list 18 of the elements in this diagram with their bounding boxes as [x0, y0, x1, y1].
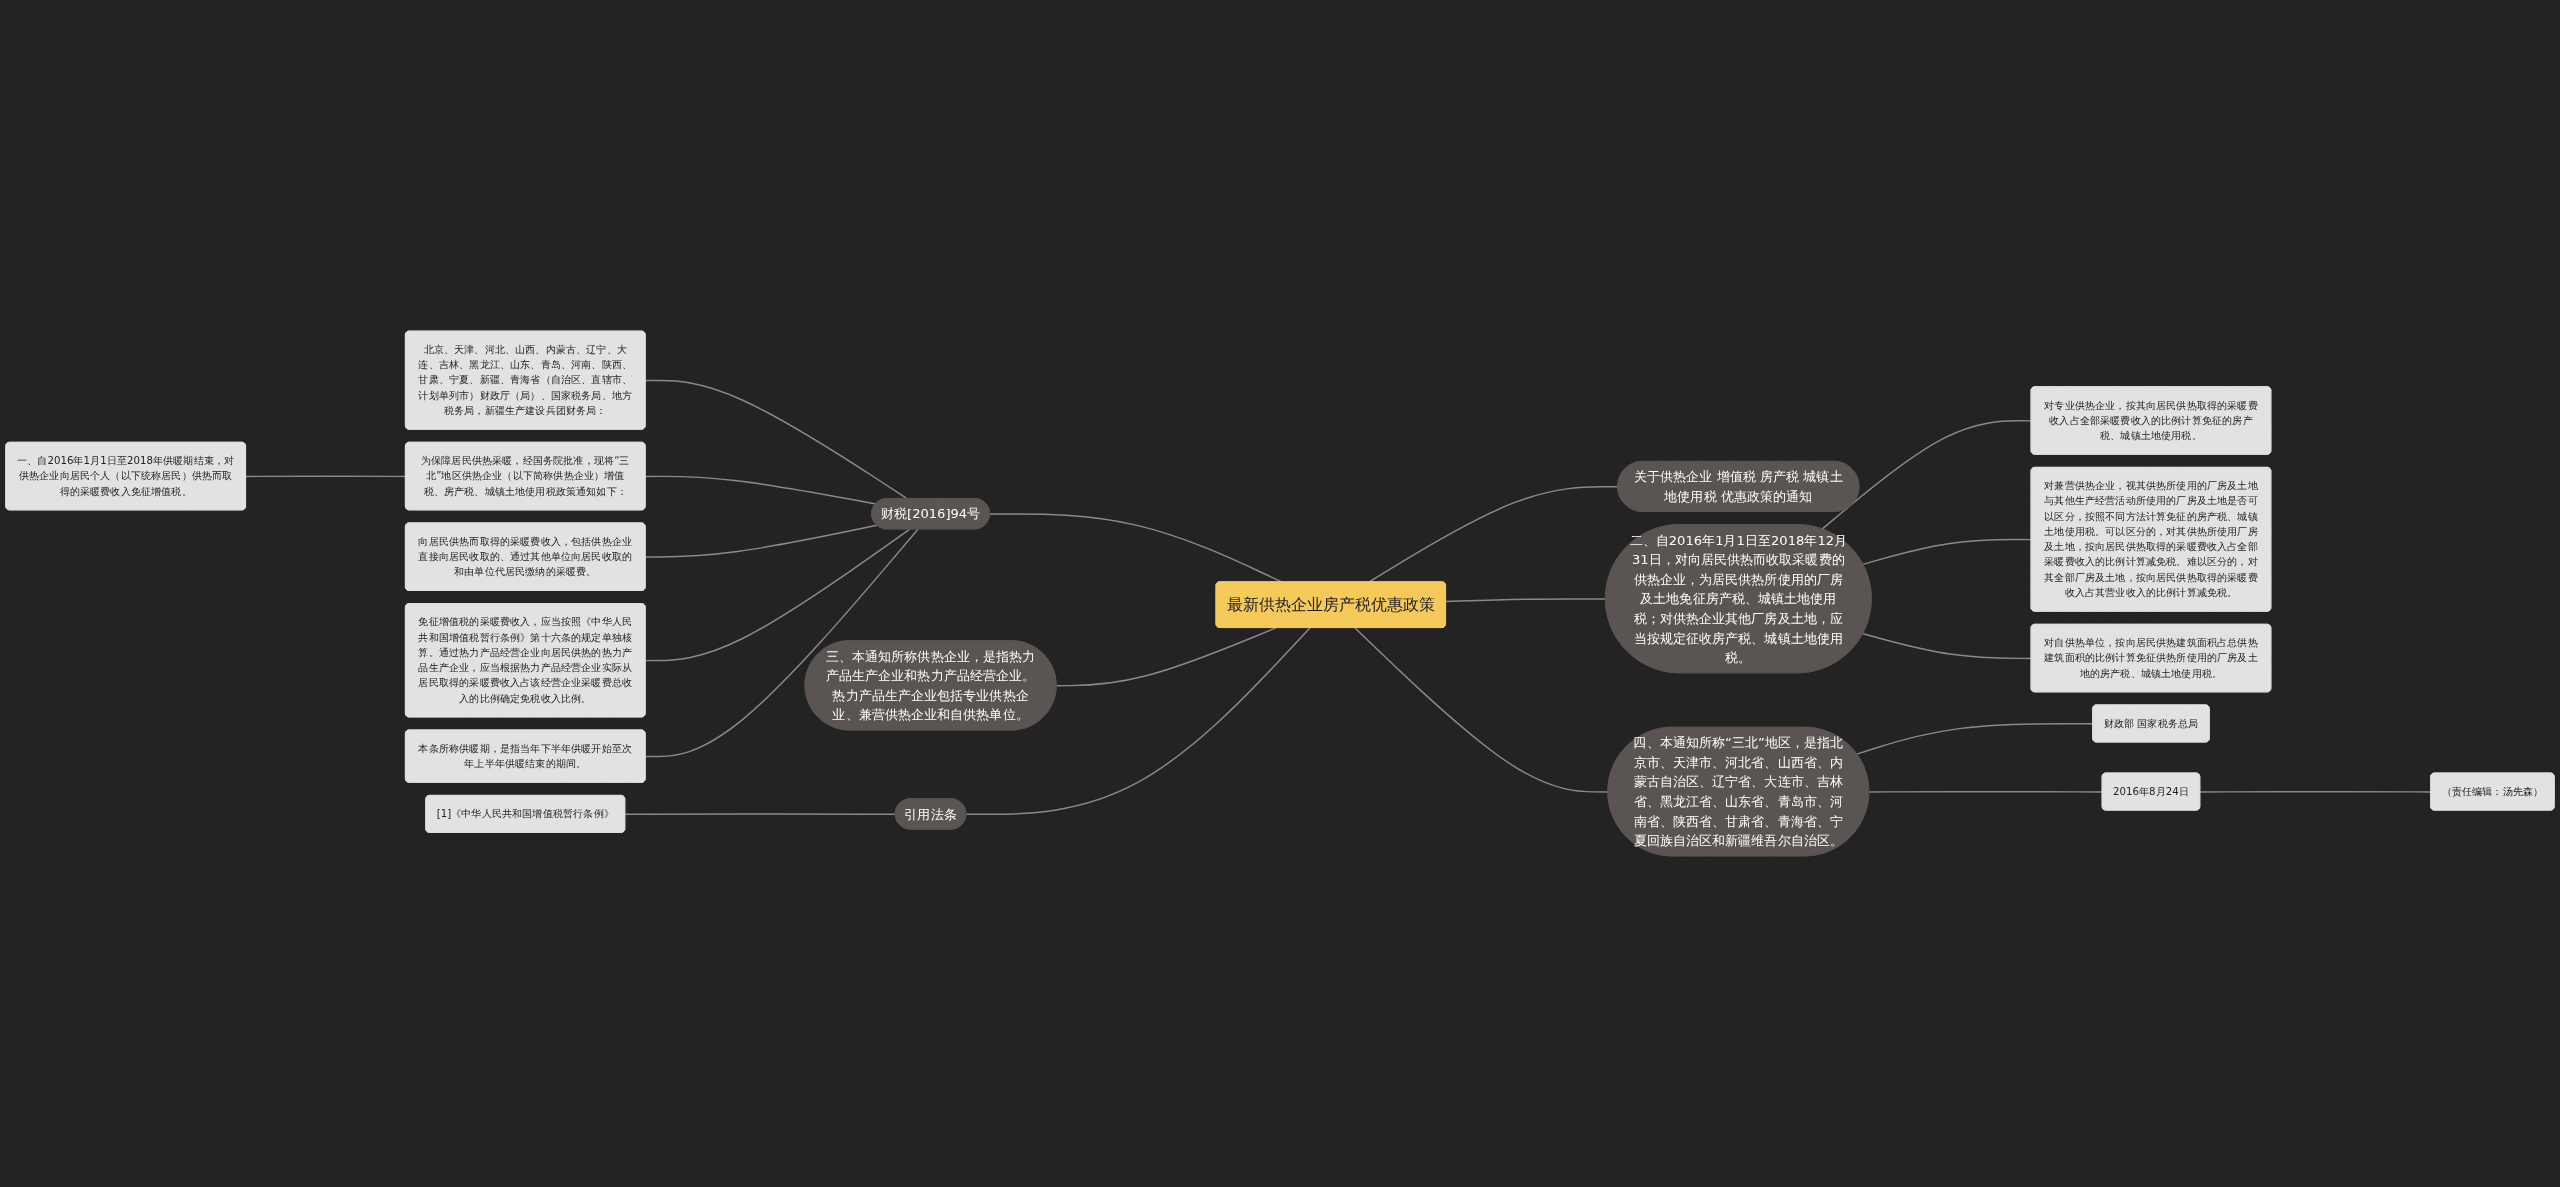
connector: [644, 524, 878, 558]
connector: [1368, 486, 1619, 583]
connector: [644, 379, 909, 500]
connector: [1445, 598, 1607, 603]
connector: [644, 528, 919, 758]
connector: [1862, 538, 2033, 566]
connector: [1862, 633, 2033, 660]
connector: [245, 475, 407, 478]
connector: [644, 475, 877, 505]
connector: [624, 813, 897, 815]
connector: [1821, 420, 2033, 530]
connector: [1868, 790, 2104, 793]
connector: [1055, 627, 1277, 687]
connector: [644, 528, 911, 662]
connector: [2199, 790, 2432, 793]
connector: [1354, 627, 1609, 793]
connector: [965, 627, 1311, 815]
connector: [1856, 723, 2094, 755]
